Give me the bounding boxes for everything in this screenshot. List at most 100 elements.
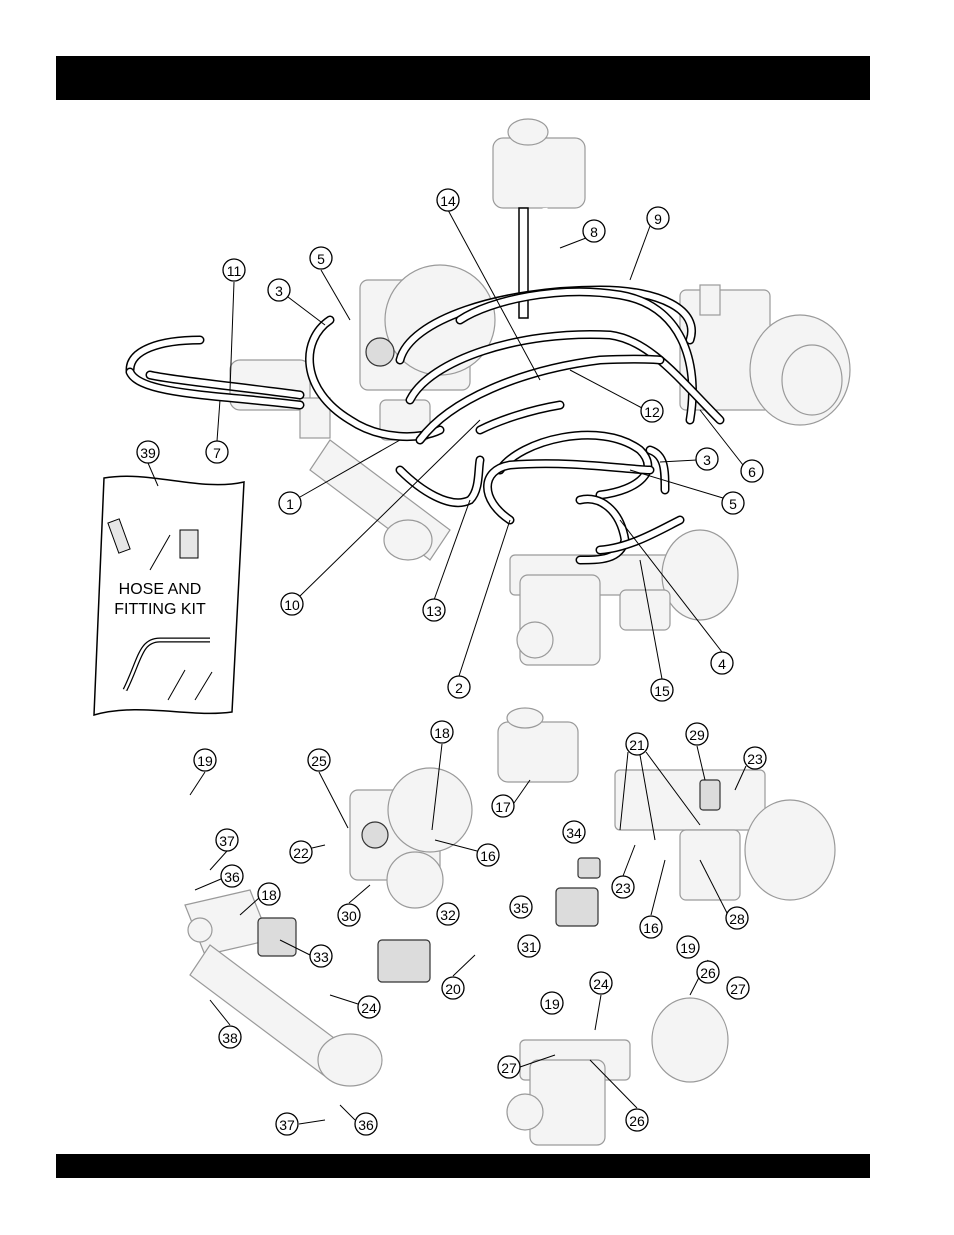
callout-number: 16 <box>643 920 659 936</box>
callout-number: 27 <box>501 1060 517 1076</box>
callout-5: 5 <box>310 247 332 269</box>
callout-8: 8 <box>583 220 605 242</box>
callout-6: 6 <box>741 460 763 482</box>
callout-number: 19 <box>544 996 560 1012</box>
callout-number: 19 <box>680 940 696 956</box>
callout-number: 11 <box>227 263 242 279</box>
callout-31: 31 <box>518 935 540 957</box>
callout-number: 16 <box>480 848 496 864</box>
callout-number: 21 <box>629 737 645 753</box>
callout-36: 36 <box>221 865 243 887</box>
callout-12: 12 <box>641 400 663 422</box>
callout-number: 9 <box>654 211 662 227</box>
callout-number: 10 <box>284 597 300 613</box>
callout-number: 13 <box>426 603 442 619</box>
callout-18: 18 <box>431 721 453 743</box>
callout-number: 15 <box>654 683 670 699</box>
callout-27: 27 <box>498 1056 520 1078</box>
callout-25: 25 <box>308 749 330 771</box>
callout-number: 14 <box>440 193 456 209</box>
callout-22: 22 <box>290 841 312 863</box>
callout-number: 4 <box>718 656 726 672</box>
callout-number: 18 <box>261 887 277 903</box>
callout-5: 5 <box>722 492 744 514</box>
callout-32: 32 <box>437 903 459 925</box>
callout-number: 8 <box>590 224 598 240</box>
callout-16: 16 <box>640 916 662 938</box>
callout-29: 29 <box>686 723 708 745</box>
callout-11: 11 <box>223 259 245 281</box>
callout-16: 16 <box>477 844 499 866</box>
kit-label-line1: HOSE AND <box>119 581 202 598</box>
callout-number: 32 <box>440 907 456 923</box>
callout-number: 6 <box>748 464 756 480</box>
callout-34: 34 <box>563 821 585 843</box>
callout-24: 24 <box>358 996 380 1018</box>
callout-30: 30 <box>338 904 360 926</box>
callout-number: 18 <box>434 725 450 741</box>
callout-23: 23 <box>612 876 634 898</box>
callout-19: 19 <box>194 749 216 771</box>
callout-number: 24 <box>361 1000 377 1016</box>
callout-37: 37 <box>276 1113 298 1135</box>
callout-number: 7 <box>213 445 221 461</box>
callout-39: 39 <box>137 441 159 463</box>
callout-number: 35 <box>513 900 529 916</box>
callout-number: 24 <box>593 976 609 992</box>
callout-21: 21 <box>626 733 648 755</box>
callout-number: 2 <box>455 680 463 696</box>
callout-number: 31 <box>521 939 537 955</box>
callout-10: 10 <box>281 593 303 615</box>
callout-number: 25 <box>311 753 327 769</box>
callout-4: 4 <box>711 652 733 674</box>
hose-fitting-kit-bag: HOSE AND FITTING KIT <box>94 463 244 715</box>
callout-number: 3 <box>703 452 711 468</box>
callout-26: 26 <box>626 1109 648 1131</box>
callout-number: 12 <box>644 404 660 420</box>
callout-19: 19 <box>677 936 699 958</box>
callout-number: 29 <box>689 727 705 743</box>
callout-26: 26 <box>697 961 719 983</box>
callout-35: 35 <box>510 896 532 918</box>
callout-number: 20 <box>445 981 461 997</box>
callout-28: 28 <box>726 907 748 929</box>
callout-number: 1 <box>286 496 294 512</box>
callout-18: 18 <box>258 883 280 905</box>
callout-number: 5 <box>317 251 325 267</box>
callout-7: 7 <box>206 441 228 463</box>
callout-33: 33 <box>310 945 332 967</box>
callout-number: 28 <box>729 911 745 927</box>
callout-number: 36 <box>358 1117 374 1133</box>
callout-9: 9 <box>647 207 669 229</box>
callout-number: 19 <box>197 753 213 769</box>
callout-13: 13 <box>423 599 445 621</box>
callout-number: 26 <box>629 1113 645 1129</box>
callout-number: 33 <box>313 949 329 965</box>
callout-number: 34 <box>566 825 582 841</box>
callout-number: 39 <box>140 445 156 461</box>
callout-number: 37 <box>279 1117 295 1133</box>
callout-number: 22 <box>293 845 309 861</box>
callout-24: 24 <box>590 972 612 994</box>
callout-3: 3 <box>696 448 718 470</box>
callout-14: 14 <box>437 189 459 211</box>
callout-number: 23 <box>747 751 763 767</box>
callout-number: 3 <box>275 283 283 299</box>
callout-17: 17 <box>492 795 514 817</box>
callout-19: 19 <box>541 992 563 1014</box>
callout-20: 20 <box>442 977 464 999</box>
callout-36: 36 <box>355 1113 377 1135</box>
callout-number: 27 <box>730 981 746 997</box>
callout-3: 3 <box>268 279 290 301</box>
kit-label-line2: FITTING KIT <box>114 601 206 618</box>
callout-27: 27 <box>727 977 749 999</box>
callout-number: 5 <box>729 496 737 512</box>
callout-number: 38 <box>222 1030 238 1046</box>
callout-1: 1 <box>279 492 301 514</box>
callout-2: 2 <box>448 676 470 698</box>
callout-23: 23 <box>744 747 766 769</box>
callout-number: 36 <box>224 869 240 885</box>
callout-number: 23 <box>615 880 631 896</box>
callout-number: 37 <box>219 833 235 849</box>
